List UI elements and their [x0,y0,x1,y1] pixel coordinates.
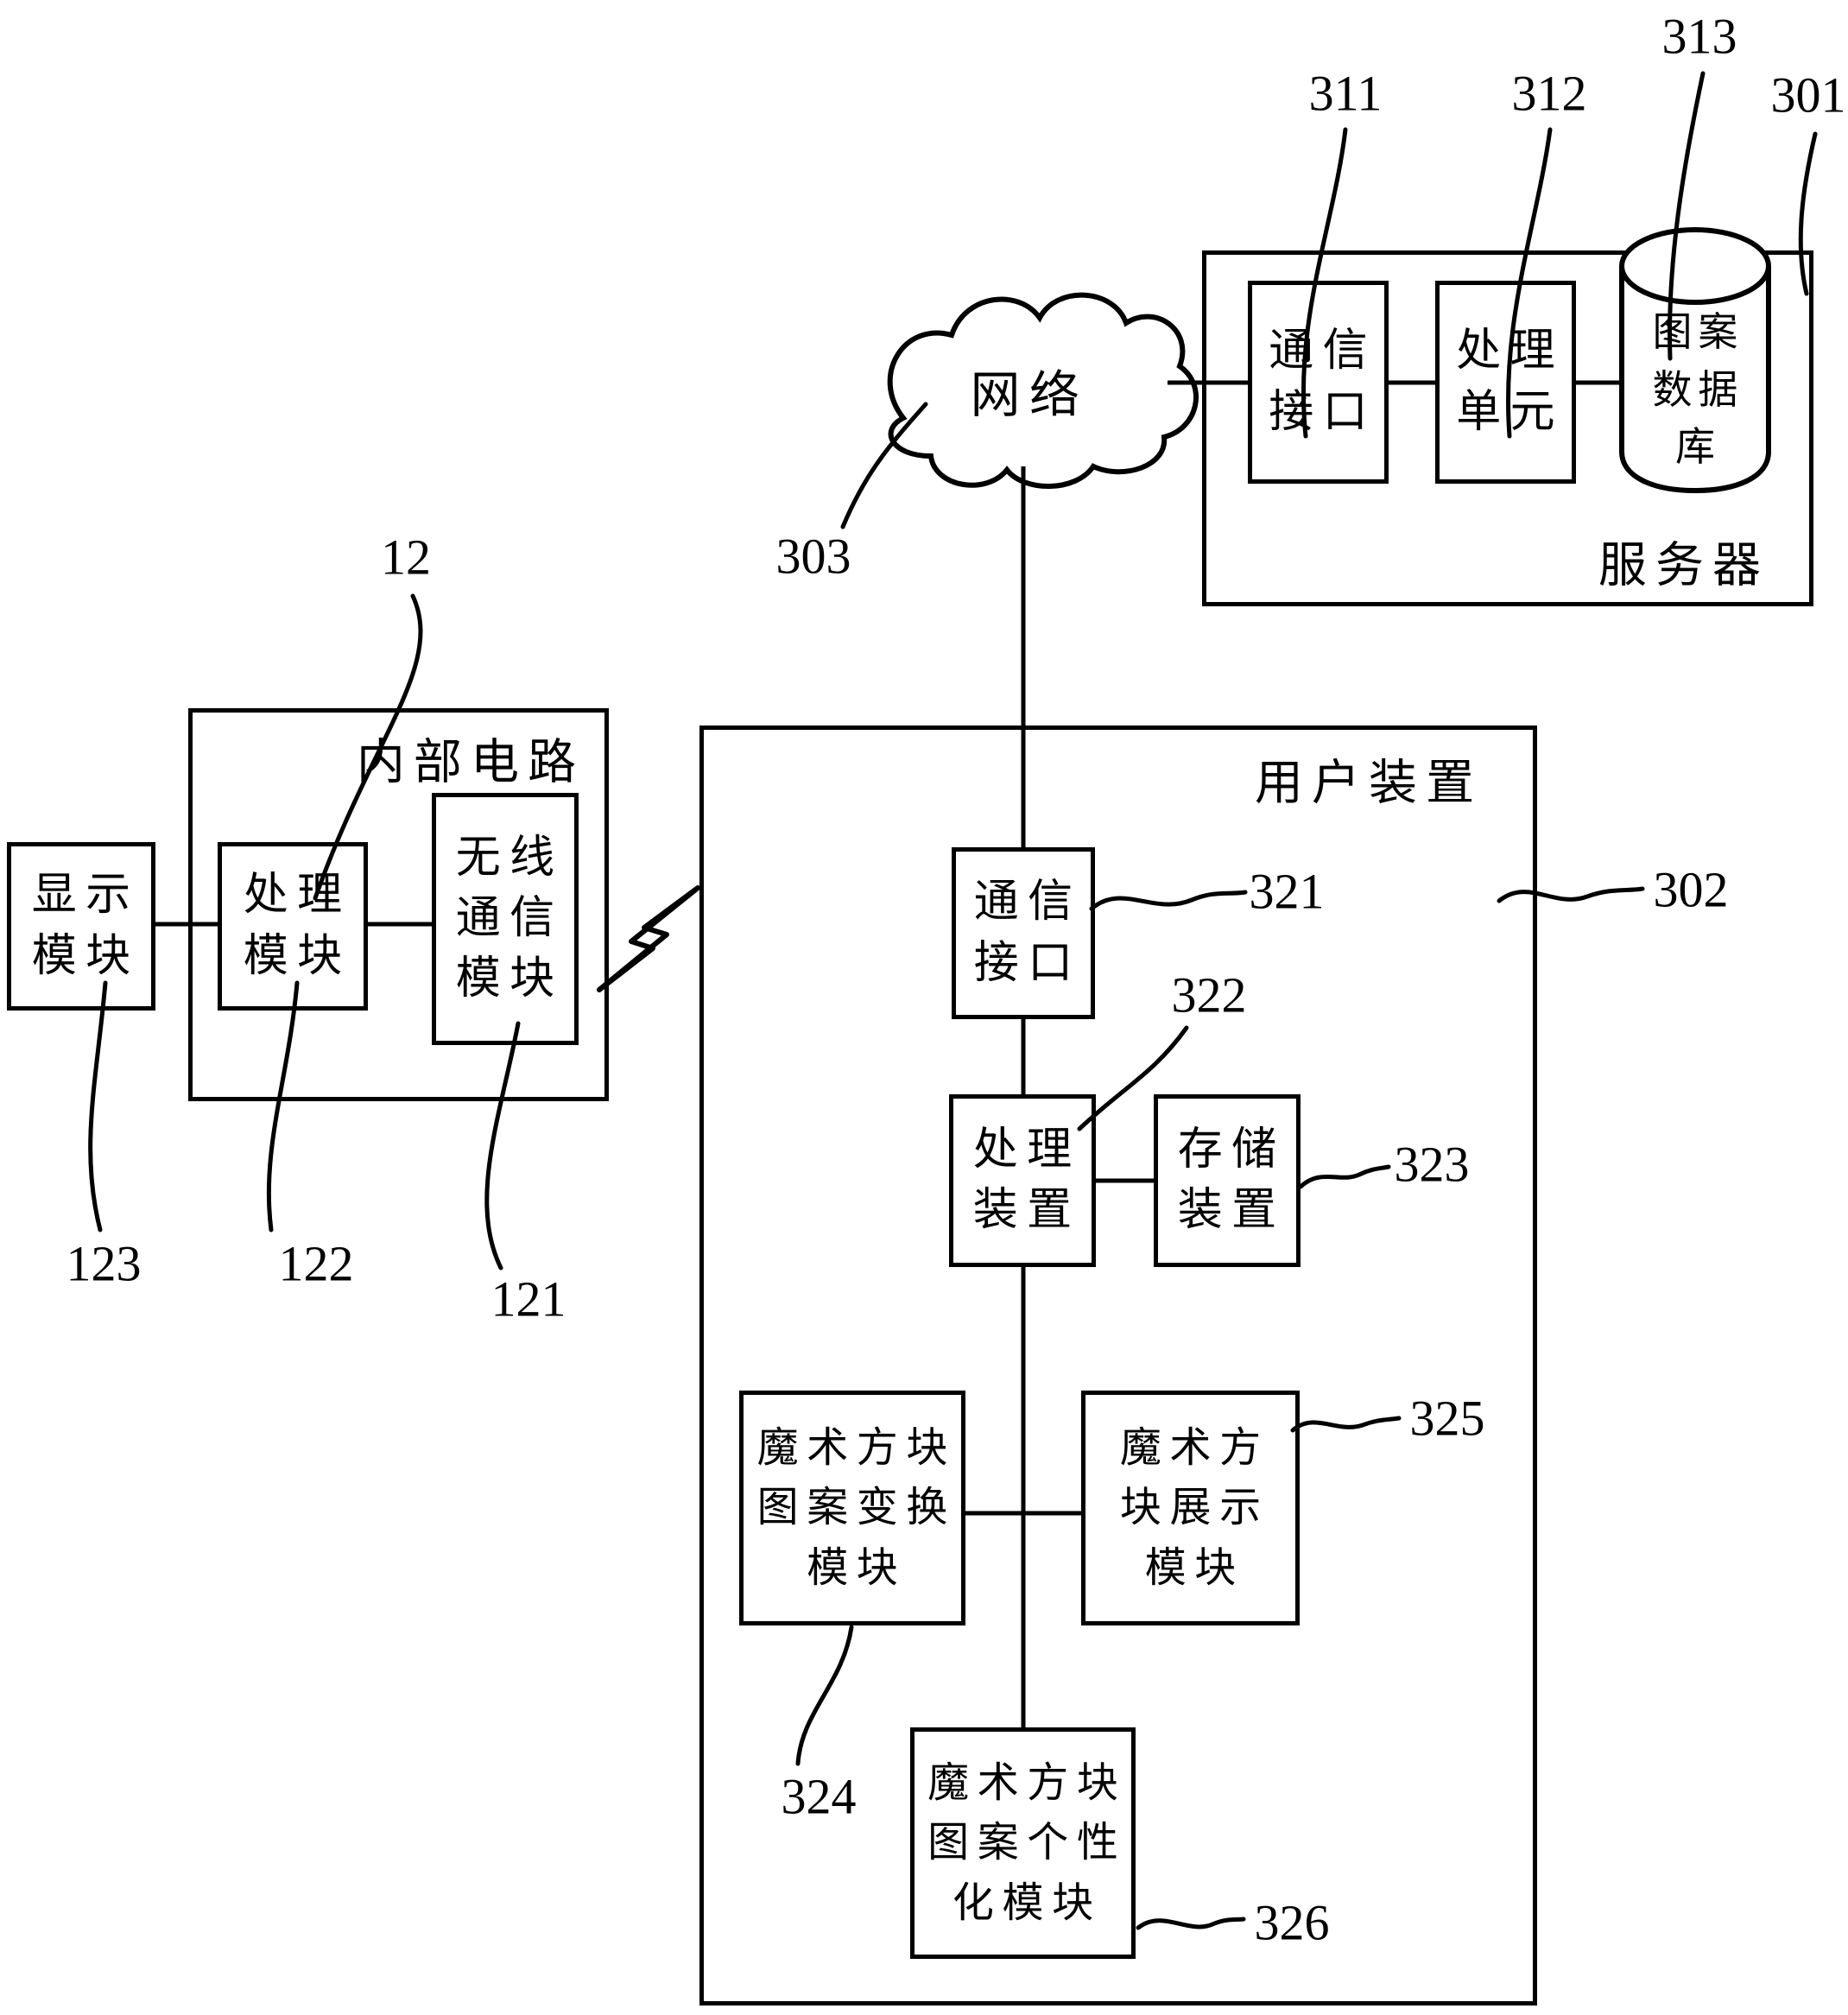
processing-module-label: 模块 [243,931,351,981]
server-comm-interface-label: 通信 [1269,326,1377,377]
label-322: 322 [1171,966,1247,1023]
label-323: 323 [1394,1136,1470,1193]
leader-123 [88,980,108,1232]
label-122: 122 [278,1235,354,1292]
cube-display-module-box: 魔术方 块展示 模块 [1081,1391,1300,1625]
wireless-module-label: 通信 [455,893,564,943]
label-123: 123 [66,1235,142,1292]
display-module-box: 显示 模块 [7,842,155,1011]
label-311: 311 [1308,65,1383,122]
processing-module-box: 处理 模块 [218,842,368,1011]
pattern-database-label: 图案 数据 库 [1652,310,1744,470]
processing-module-label: 处理 [243,871,351,921]
server-title: 服务器 [1598,539,1770,593]
server-processing-unit-label: 单元 [1456,387,1565,437]
user-device-title: 用户装置 [1254,757,1484,811]
server-comm-interface-label: 接口 [1269,387,1377,437]
storage-device-label: 存储 [1177,1125,1286,1175]
storage-device-label: 装置 [1177,1186,1286,1235]
server-processing-unit-label: 处理 [1456,326,1565,377]
label-324: 324 [781,1768,857,1825]
wireless-module-label: 模块 [455,954,564,1004]
processing-device-label: 处理 [972,1125,1081,1175]
label-326: 326 [1254,1894,1330,1951]
label-302: 302 [1653,861,1729,918]
label-301: 301 [1770,67,1846,124]
label-321: 321 [1249,863,1325,920]
label-121: 121 [490,1270,566,1327]
user-device-box [699,726,1537,2005]
wireless-module-box: 无线 通信 模块 [432,793,579,1045]
lightning-icon [597,885,700,992]
label-312: 312 [1511,65,1587,122]
storage-device-box: 存储 装置 [1154,1094,1301,1267]
internal-circuit-title: 内部电路 [356,736,585,790]
server-comm-interface-box: 通信 接口 [1248,281,1389,484]
server-processing-unit-box: 处理 单元 [1435,281,1576,484]
user-comm-interface-box: 通信 接口 [952,847,1095,1019]
processing-device-box: 处理 装置 [949,1094,1096,1267]
network-label: 网络 [970,367,1089,423]
label-12: 12 [381,529,431,586]
label-325: 325 [1409,1390,1485,1447]
label-313: 313 [1661,8,1737,65]
display-module-label: 模块 [31,931,140,981]
processing-device-label: 装置 [972,1186,1081,1235]
cube-pattern-personalization-module-box: 魔术方块 图案个性 化模块 [910,1727,1136,1959]
display-module-label: 显示 [31,871,140,921]
user-comm-interface-label: 接口 [973,938,1082,988]
cube-pattern-transform-module-box: 魔术方块 图案变换 模块 [739,1391,965,1625]
wireless-module-label: 无线 [455,833,564,883]
user-comm-interface-label: 通信 [973,878,1082,928]
label-303: 303 [775,528,851,585]
leader-303 [840,402,928,529]
